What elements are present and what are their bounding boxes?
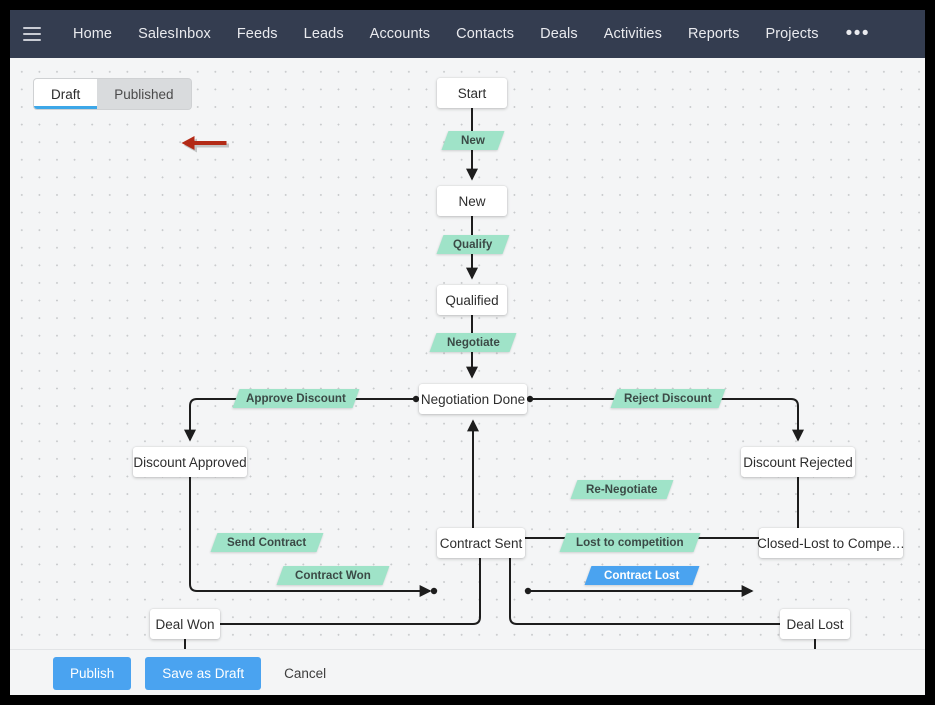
workflow-diagram: Start New Qualified Negotiation Done Dis… — [10, 58, 925, 649]
node-closed-lost[interactable]: Closed-Lost to Compe… — [759, 528, 903, 558]
blueprint-canvas[interactable]: Draft Published — [10, 58, 925, 649]
handle-left-contract-sent — [431, 588, 437, 594]
action-bar: Publish Save as Draft Cancel — [10, 649, 925, 695]
node-label: Closed-Lost to Compe… — [757, 536, 905, 551]
node-start[interactable]: Start — [437, 78, 507, 108]
node-label: Deal Lost — [786, 617, 843, 632]
transition-label: Send Contract — [227, 536, 306, 549]
node-deal-won[interactable]: Deal Won — [150, 609, 220, 639]
hamburger-icon[interactable] — [23, 27, 41, 41]
handle-right-contract-sent — [525, 588, 531, 594]
node-label: New — [458, 194, 485, 209]
nav-item-contacts[interactable]: Contacts — [443, 10, 527, 58]
nav-item-accounts[interactable]: Accounts — [357, 10, 443, 58]
nav-item-activities[interactable]: Activities — [591, 10, 675, 58]
node-label: Deal Won — [155, 617, 214, 632]
transition-contract-lost[interactable]: Contract Lost — [585, 566, 700, 585]
nav-item-reports[interactable]: Reports — [675, 10, 752, 58]
handle-right-negotiation-done — [527, 396, 533, 402]
top-navigation-bar: Home SalesInbox Feeds Leads Accounts Con… — [10, 10, 925, 58]
node-qualified[interactable]: Qualified — [437, 285, 507, 315]
nav-overflow-icon[interactable]: ••• — [832, 14, 884, 54]
transition-label: Lost to competition — [576, 536, 684, 549]
node-label: Discount Rejected — [743, 455, 853, 470]
save-as-draft-button[interactable]: Save as Draft — [145, 657, 261, 690]
transition-label: New — [461, 134, 485, 147]
nav-item-salesinbox[interactable]: SalesInbox — [125, 10, 224, 58]
nav-item-feeds[interactable]: Feeds — [224, 10, 291, 58]
transition-label: Qualify — [453, 238, 492, 251]
node-label: Contract Sent — [440, 536, 523, 551]
transition-re-negotiate[interactable]: Re-Negotiate — [571, 480, 674, 499]
publish-button[interactable]: Publish — [53, 657, 131, 690]
node-deal-lost[interactable]: Deal Lost — [780, 609, 850, 639]
nav-item-home[interactable]: Home — [60, 10, 125, 58]
transition-label: Contract Lost — [604, 569, 679, 582]
node-label: Negotiation Done — [421, 392, 525, 407]
transition-send-contract[interactable]: Send Contract — [211, 533, 324, 552]
transition-label: Approve Discount — [246, 392, 346, 405]
node-label: Start — [458, 86, 487, 101]
transition-approve-discount[interactable]: Approve Discount — [233, 389, 360, 408]
transition-contract-won[interactable]: Contract Won — [277, 566, 390, 585]
transition-new[interactable]: New — [442, 131, 505, 150]
nav-item-projects[interactable]: Projects — [752, 10, 831, 58]
transition-lost-to-competition[interactable]: Lost to competition — [560, 533, 701, 552]
node-new[interactable]: New — [437, 186, 507, 216]
transition-label: Re-Negotiate — [586, 483, 658, 496]
transition-label: Reject Discount — [624, 392, 712, 405]
node-discount-approved[interactable]: Discount Approved — [133, 447, 247, 477]
transition-label: Negotiate — [447, 336, 500, 349]
cancel-button[interactable]: Cancel — [275, 657, 343, 690]
transition-reject-discount[interactable]: Reject Discount — [611, 389, 726, 408]
transition-qualify[interactable]: Qualify — [437, 235, 510, 254]
node-label: Discount Approved — [133, 455, 246, 470]
nav-item-deals[interactable]: Deals — [527, 10, 591, 58]
app-window: Home SalesInbox Feeds Leads Accounts Con… — [10, 10, 925, 695]
node-discount-rejected[interactable]: Discount Rejected — [741, 447, 855, 477]
node-contract-sent[interactable]: Contract Sent — [437, 528, 525, 558]
node-negotiation-done[interactable]: Negotiation Done — [419, 384, 527, 414]
node-label: Qualified — [445, 293, 498, 308]
transition-label: Contract Won — [295, 569, 371, 582]
nav-item-leads[interactable]: Leads — [291, 10, 357, 58]
transition-negotiate[interactable]: Negotiate — [430, 333, 517, 352]
